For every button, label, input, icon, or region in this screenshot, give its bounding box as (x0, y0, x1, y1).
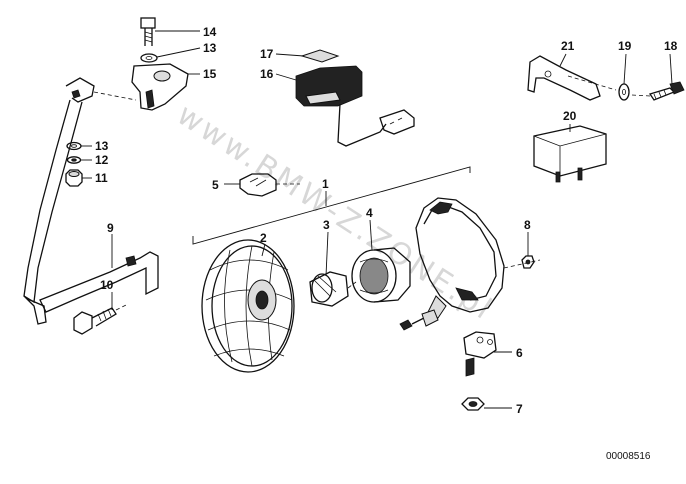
part-20-relay[interactable] (533, 125, 607, 183)
part-10-screw[interactable] (73, 303, 129, 335)
callout-15: 15 (203, 67, 217, 81)
assembly-bracket (192, 166, 471, 245)
part-3-bulb-holder[interactable] (309, 271, 357, 307)
callout-13-top: 13 (203, 41, 217, 55)
callout-19: 19 (618, 39, 632, 53)
callout-9: 9 (107, 221, 114, 235)
callout-labels: 14 13 15 13 12 11 9 10 17 16 21 19 18 20… (95, 25, 678, 416)
callout-18: 18 (664, 39, 678, 53)
part-5-bulb[interactable] (239, 173, 300, 197)
callout-3: 3 (323, 218, 330, 232)
callout-14: 14 (203, 25, 217, 39)
part-12-lock-washer[interactable] (66, 156, 82, 164)
part-19-washer[interactable] (618, 83, 630, 101)
part-6-connector[interactable] (463, 331, 497, 377)
callout-21: 21 (561, 39, 575, 53)
callout-2: 2 (260, 231, 267, 245)
part-14-bolt[interactable] (140, 17, 156, 46)
callout-1: 1 (322, 177, 329, 191)
callout-6: 6 (516, 346, 523, 360)
leader-lines (81, 30, 673, 409)
diagram-reference-code: 00008516 (606, 451, 651, 462)
part-13-washer-left[interactable] (66, 141, 82, 151)
callout-20: 20 (563, 109, 577, 123)
callout-12: 12 (95, 153, 109, 167)
part-11-nut[interactable] (65, 169, 83, 187)
callout-8: 8 (524, 218, 531, 232)
part-13-washer-top[interactable] (140, 53, 158, 63)
part-21-bracket[interactable] (527, 55, 617, 101)
callout-4: 4 (366, 206, 373, 220)
part-17-cover[interactable] (300, 49, 340, 63)
part-9-lower-bracket[interactable] (39, 251, 159, 313)
callout-13-left: 13 (95, 139, 109, 153)
part-8-nut[interactable] (521, 255, 535, 269)
callout-17: 17 (260, 47, 274, 61)
part-2-headlight-lens[interactable] (201, 239, 295, 373)
callout-16: 16 (260, 67, 274, 81)
part-16-switch-housing[interactable] (295, 65, 415, 147)
watermark-text: www.BMW-Z.ZONE.pl (171, 97, 500, 328)
callout-7: 7 (516, 402, 523, 416)
part-4-housing-insert[interactable] (351, 247, 411, 303)
callout-5: 5 (212, 178, 219, 192)
callout-11: 11 (95, 171, 108, 185)
shell-screw[interactable] (399, 309, 439, 331)
mounting-stay[interactable] (23, 77, 137, 325)
callout-10: 10 (100, 278, 114, 292)
part-18-screw[interactable] (631, 81, 685, 101)
part-15-bracket[interactable] (131, 63, 189, 111)
part-7-nut[interactable] (461, 397, 485, 411)
